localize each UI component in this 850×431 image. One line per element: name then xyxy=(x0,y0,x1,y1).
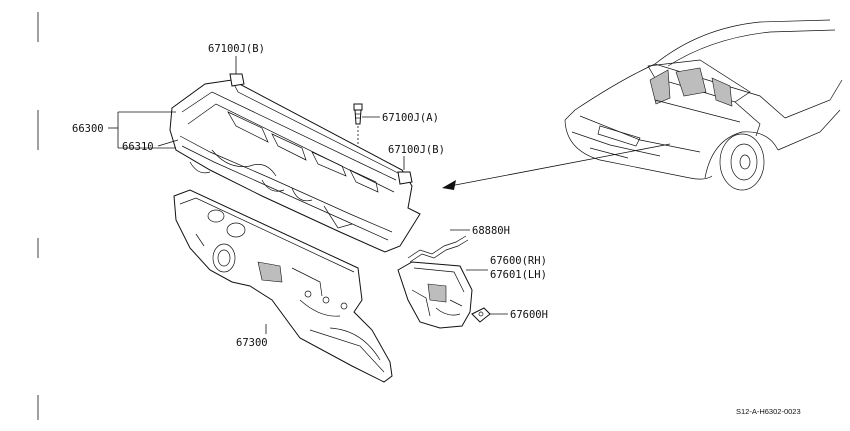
label-67601-lh: 67601(LH) xyxy=(490,269,547,281)
clip xyxy=(471,307,491,323)
label-68880h: 68880H xyxy=(472,225,510,237)
label-66310: 66310 xyxy=(122,141,154,153)
figure-code: S12-A-H6302-0023 xyxy=(736,407,801,416)
leader-lines xyxy=(108,56,508,334)
label-67600-rh: 67600(RH) xyxy=(490,255,547,267)
part-labels: 67100J(B) 67100J(A) 67100J(B) 66300 6631… xyxy=(72,43,548,349)
cowl-top-panel xyxy=(169,73,421,253)
side-panel xyxy=(397,261,473,329)
bolt xyxy=(353,103,363,146)
label-67100j-a: 67100J(A) xyxy=(382,112,439,124)
label-67100j-b-right: 67100J(B) xyxy=(388,144,445,156)
label-67100j-b-top: 67100J(B) xyxy=(208,43,265,55)
pointer-arrow xyxy=(442,143,671,190)
seal-strip xyxy=(407,235,469,263)
label-66300: 66300 xyxy=(72,123,104,135)
dash-panel xyxy=(173,189,393,383)
label-67600h: 67600H xyxy=(510,309,548,321)
car-illustration xyxy=(564,19,843,191)
label-67300: 67300 xyxy=(236,337,268,349)
